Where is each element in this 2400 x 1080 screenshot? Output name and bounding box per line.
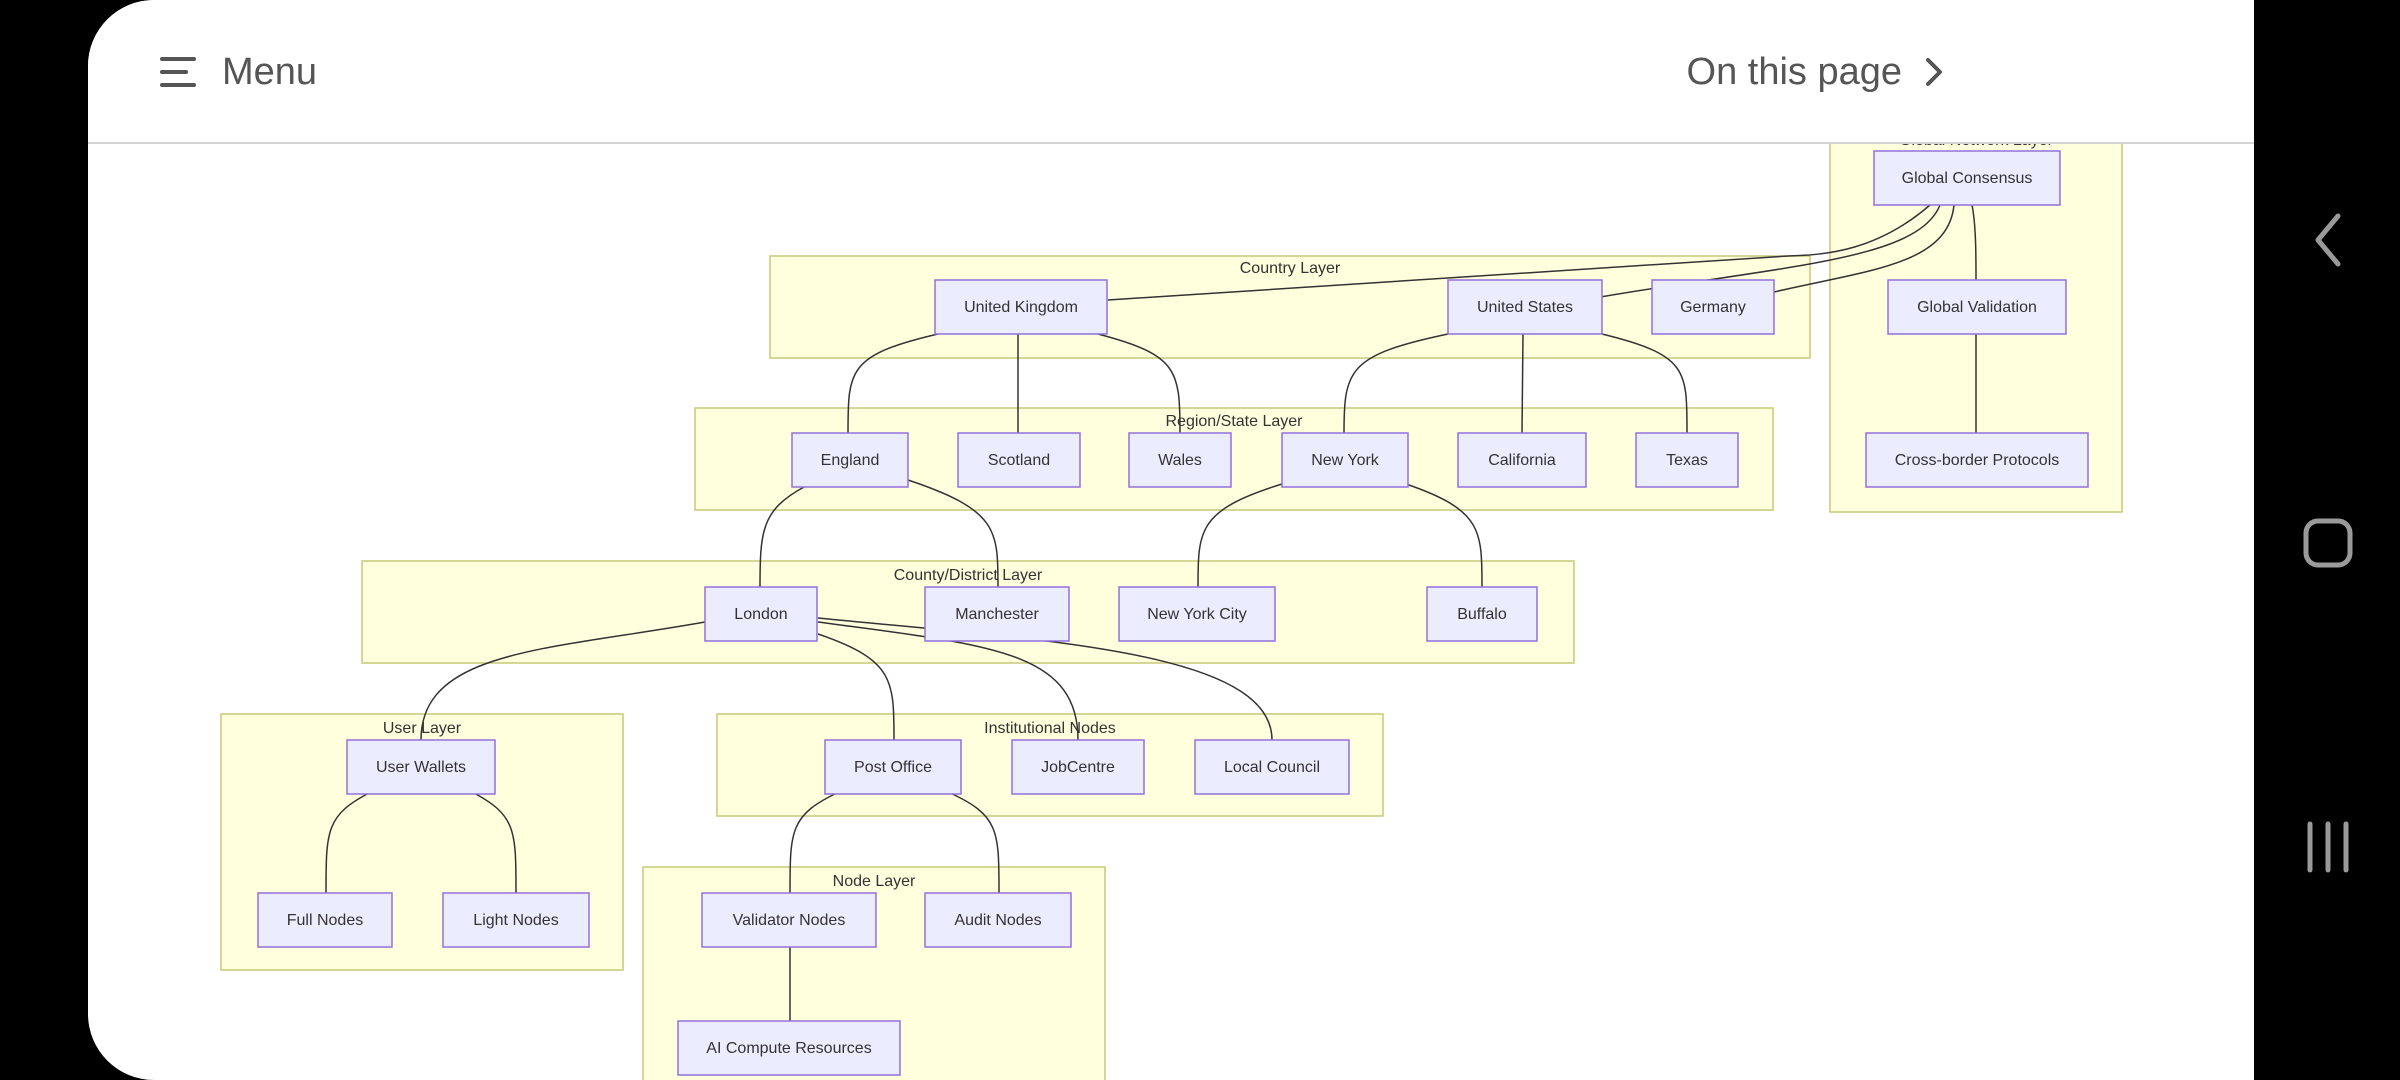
node-uk[interactable]: United Kingdom	[934, 279, 1108, 335]
node-label: Validator Nodes	[733, 912, 846, 929]
node-scotland[interactable]: Scotland	[957, 432, 1081, 488]
edge-london-postoffice	[817, 633, 895, 741]
node-audit-nodes[interactable]: Audit Nodes	[924, 892, 1072, 948]
home-button[interactable]	[2254, 483, 2400, 603]
node-cross-border[interactable]: Cross-border Protocols	[1865, 432, 2089, 488]
top-app-bar: Menu On this page	[88, 0, 2254, 144]
node-label: User Wallets	[376, 759, 466, 776]
edge-consensus-uk	[1107, 204, 1931, 301]
node-validator-nodes[interactable]: Validator Nodes	[701, 892, 877, 948]
node-label: Global Validation	[1917, 299, 2037, 316]
edge-postoffice-audit	[947, 791, 1000, 894]
node-england[interactable]: England	[791, 432, 909, 488]
edge-england-london	[759, 486, 805, 588]
app-screen: Global Network Layer Country Layer Regio…	[88, 0, 2254, 1080]
node-germany[interactable]: Germany	[1651, 279, 1775, 335]
edge-postoffice-validator	[789, 791, 840, 894]
cluster-node-label: Node Layer	[833, 873, 916, 890]
edge-england-manchester	[907, 479, 999, 588]
node-global-consensus[interactable]: Global Consensus	[1873, 150, 2061, 206]
recents-icon	[2307, 821, 2349, 873]
cluster-country-label: Country Layer	[1240, 260, 1341, 277]
node-label: Full Nodes	[287, 912, 363, 929]
system-navigation-bar	[2254, 0, 2400, 1080]
node-label: Manchester	[955, 606, 1039, 623]
node-label: Post Office	[854, 759, 932, 776]
edge-newyork-buffalo	[1405, 483, 1483, 588]
node-label: Scotland	[988, 452, 1050, 469]
cluster-county-label: County/District Layer	[894, 567, 1043, 584]
node-ai-compute[interactable]: AI Compute Resources	[677, 1020, 901, 1076]
node-wales[interactable]: Wales	[1128, 432, 1232, 488]
node-jobcentre[interactable]: JobCentre	[1011, 739, 1145, 795]
home-icon	[2303, 518, 2353, 568]
node-local-council[interactable]: Local Council	[1194, 739, 1350, 795]
edge-us-california	[1521, 333, 1524, 434]
edge-newyork-nyc	[1197, 483, 1283, 588]
node-label: Local Council	[1224, 759, 1320, 776]
node-label: JobCentre	[1041, 759, 1115, 776]
node-texas[interactable]: Texas	[1635, 432, 1739, 488]
edges	[325, 204, 1977, 1021]
edge-wallets-full	[325, 791, 372, 894]
node-california[interactable]: California	[1457, 432, 1587, 488]
edge-london-userwallets	[420, 621, 706, 741]
cluster-region-label: Region/State Layer	[1166, 413, 1304, 430]
node-label: Buffalo	[1457, 606, 1507, 623]
node-label: Texas	[1666, 452, 1708, 469]
node-new-york[interactable]: New York	[1281, 432, 1409, 488]
back-button[interactable]	[2254, 180, 2400, 300]
hamburger-menu-icon	[160, 57, 196, 87]
cluster-institutional-label: Institutional Nodes	[984, 720, 1116, 737]
node-label: California	[1488, 452, 1556, 469]
node-label: New York City	[1147, 606, 1247, 623]
node-label: Global Consensus	[1902, 170, 2033, 187]
architecture-diagram: Global Network Layer Country Layer Regio…	[220, 119, 2123, 1080]
recents-button[interactable]	[2254, 786, 2400, 906]
node-buffalo[interactable]: Buffalo	[1426, 586, 1538, 642]
node-label: England	[821, 452, 880, 469]
node-post-office[interactable]: Post Office	[824, 739, 962, 795]
node-global-validation[interactable]: Global Validation	[1887, 279, 2067, 335]
back-icon	[2315, 213, 2341, 267]
node-us[interactable]: United States	[1447, 279, 1603, 335]
on-this-page-label: On this page	[1686, 50, 1902, 93]
edge-consensus-validation	[1971, 204, 1977, 281]
node-label: Cross-border Protocols	[1895, 452, 2060, 469]
edge-london-jobcentre	[817, 621, 1079, 741]
node-label: Audit Nodes	[954, 912, 1041, 929]
node-label: Light Nodes	[473, 912, 558, 929]
menu-label: Menu	[222, 50, 318, 93]
edge-uk-wales	[1097, 333, 1181, 434]
edge-consensus-germany	[1773, 204, 1955, 293]
node-manchester[interactable]: Manchester	[924, 586, 1070, 642]
edge-wallets-light	[471, 791, 517, 894]
node-nyc[interactable]: New York City	[1118, 586, 1276, 642]
on-this-page-button[interactable]: On this page	[1687, 42, 1954, 102]
node-label: United States	[1477, 299, 1573, 316]
menu-button[interactable]: Menu	[160, 42, 317, 102]
node-user-wallets[interactable]: User Wallets	[346, 739, 496, 795]
node-full-nodes[interactable]: Full Nodes	[257, 892, 393, 948]
edge-london-localcouncil	[817, 617, 1273, 741]
edge-us-newyork	[1343, 333, 1449, 434]
chevron-right-icon	[1926, 58, 1942, 86]
node-label: Germany	[1680, 299, 1746, 316]
node-london[interactable]: London	[704, 586, 818, 642]
edge-us-texas	[1601, 333, 1688, 434]
node-label: New York	[1311, 452, 1380, 469]
node-light-nodes[interactable]: Light Nodes	[442, 892, 590, 948]
edge-uk-england	[847, 333, 939, 434]
node-label: London	[734, 606, 787, 623]
node-label: United Kingdom	[964, 299, 1078, 316]
node-label: AI Compute Resources	[706, 1040, 871, 1057]
node-label: Wales	[1158, 452, 1202, 469]
